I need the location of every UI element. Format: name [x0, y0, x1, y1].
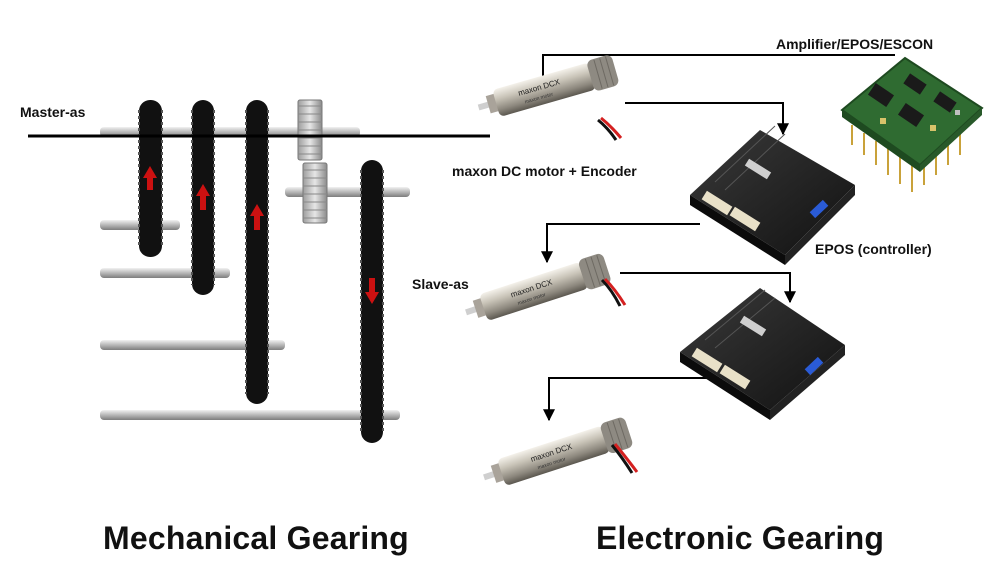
motor-slave: maxon DCX maxon motor [465, 253, 611, 320]
mechanical-gearing-group [100, 99, 410, 443]
line-slave-to-epos2 [620, 272, 796, 304]
label-slave-shaft: Slave-as [412, 276, 469, 292]
belt-2-arrow-up-icon [196, 184, 210, 210]
motor-third: maxon DCX maxon motor [483, 417, 633, 485]
heading-electronic-gearing: Electronic Gearing [596, 520, 885, 556]
line-epos2-to-motor3 [543, 377, 710, 422]
epos-controller-2 [680, 288, 845, 420]
shaft-5 [100, 340, 285, 350]
shaft-6 [100, 410, 400, 420]
spur-gear-lower [302, 162, 328, 224]
belt-1-arrow-up-icon [143, 166, 157, 190]
spur-gear-upper [297, 99, 323, 161]
label-motor-master: maxon DC motor + Encoder [452, 163, 637, 179]
belt-3-arrow-up-icon [250, 204, 264, 230]
motor-master: maxon DCX maxon motor [477, 55, 619, 116]
line-motor-to-epos1 [625, 102, 789, 136]
heading-mechanical-gearing: Mechanical Gearing [103, 520, 409, 556]
label-amplifier: Amplifier/EPOS/ESCON [776, 36, 934, 52]
label-master-shaft: Master-as [20, 104, 86, 120]
amplifier-board [840, 56, 984, 192]
motor-master-wires [597, 118, 618, 141]
line-epos1-to-slave [541, 223, 700, 264]
belt-3 [245, 100, 269, 404]
epos-controller-1 [690, 125, 855, 265]
belt-4-arrow-down-icon [365, 278, 379, 304]
label-epos-controller: EPOS (controller) [815, 241, 932, 257]
